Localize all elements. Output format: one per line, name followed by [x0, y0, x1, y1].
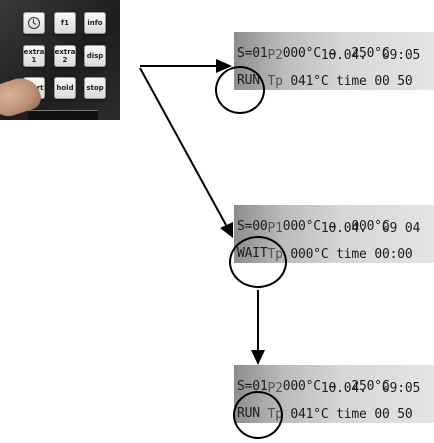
segment-line: S=01 000°C → 250°C — [237, 46, 390, 61]
arrow-to-middle-display — [139, 67, 227, 226]
clock-icon — [28, 17, 40, 29]
arrowhead-down — [251, 350, 265, 365]
temperature-time: 041°C time 00 50 — [290, 74, 413, 89]
segment-line: S=01 000°C → 250°C — [237, 379, 390, 394]
key-extra-1: extra 1 — [23, 45, 45, 67]
key-f1: f1 — [54, 12, 76, 34]
lcd-display-top: P2 10.04. 09:05 S=01 000°C → 250°C Tp 04… — [234, 32, 434, 90]
key-info: info — [84, 12, 106, 34]
key-stop: stop — [84, 77, 106, 99]
temperature-label: Tp — [267, 74, 283, 89]
program-number: P1 — [267, 221, 283, 236]
key-disp: disp — [84, 45, 106, 67]
date-time: 10.04. 09 04 — [320, 221, 421, 236]
temperature-time: 041°C time 00 50 — [290, 407, 413, 422]
status-highlight-circle-middle — [229, 236, 287, 288]
key-clock — [23, 12, 45, 34]
date-time: 10.04. 09:05 — [320, 381, 421, 396]
arrowhead-diagonal — [220, 222, 233, 238]
key-extra-2: extra 2 — [54, 45, 76, 67]
segment-line: S=00 000°C → 000°C — [237, 219, 390, 234]
program-number: P2 — [267, 381, 283, 396]
date-time: 10.04. 09:05 — [320, 48, 421, 63]
temperature-time: 000°C time 00:00 — [290, 247, 413, 262]
status-highlight-circle-bottom — [233, 391, 283, 439]
status-highlight-circle-top — [215, 66, 265, 114]
keypad-photo: f1 info extra 1 extra 2 disp start hold … — [0, 0, 120, 120]
program-number: P2 — [267, 48, 283, 63]
key-hold: hold — [54, 77, 76, 99]
keypad-bottom-strip — [28, 110, 98, 120]
